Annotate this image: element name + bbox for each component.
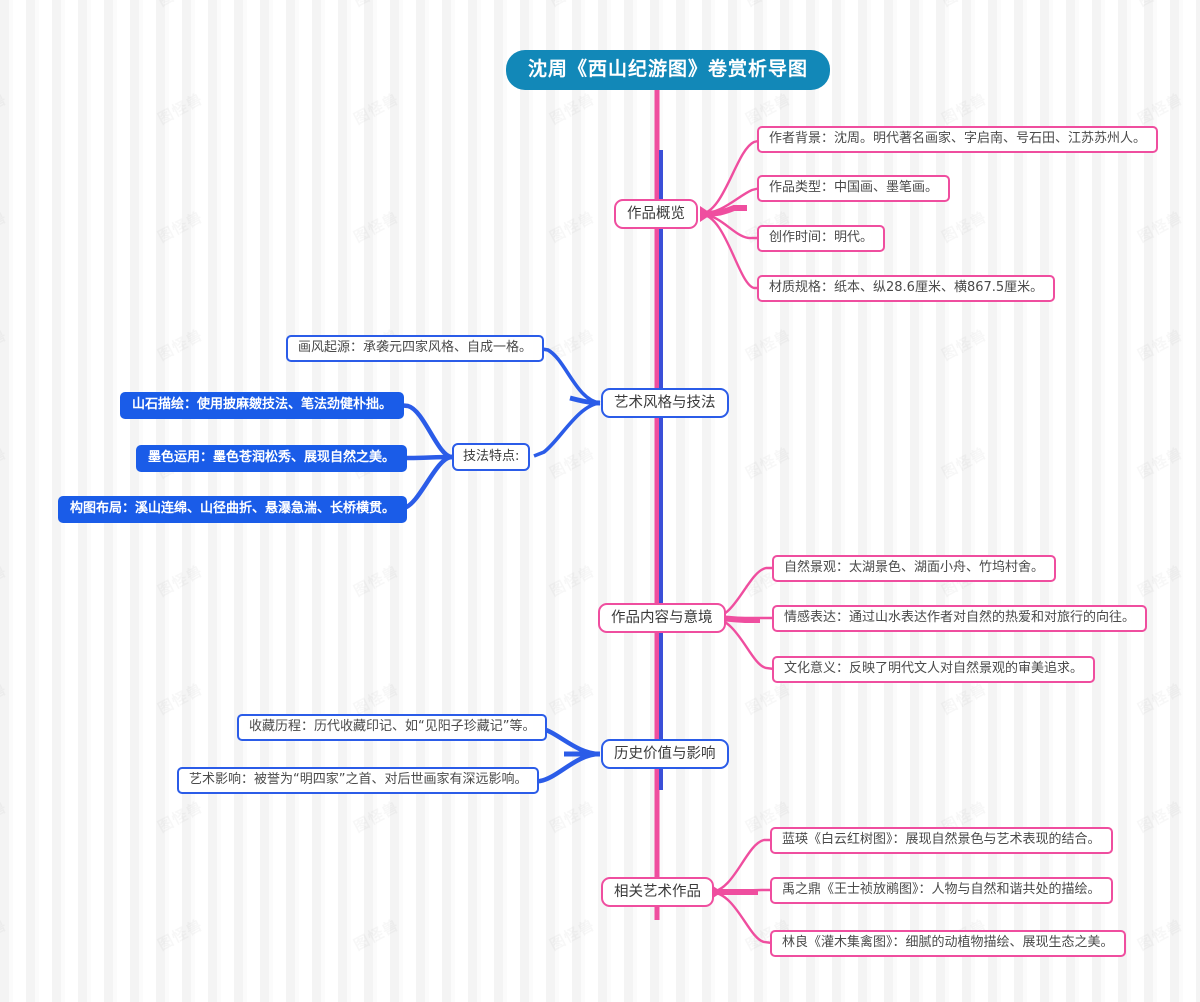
branch-node-content[interactable]: 作品内容与意境 — [598, 603, 726, 633]
leaf-related-2[interactable]: 禹之鼎《王士祯放鹇图》：人物与自然和谐共处的描绘。 — [770, 877, 1113, 904]
sub-label: 技法特点: — [463, 448, 520, 464]
branch-node-history[interactable]: 历史价值与影响 — [601, 739, 729, 769]
root-title: 沈周《西山纪游图》卷赏析导图 — [528, 58, 809, 81]
branch-label-content: 作品内容与意境 — [611, 609, 713, 626]
leaf-style-origin[interactable]: 画风起源：承袭元四家风格、自成一格。 — [286, 335, 545, 362]
leaf-related-3[interactable]: 林良《灌木集禽图》：细腻的动植物描绘、展现生态之美。 — [770, 930, 1126, 957]
leaf-text: 构图布局：溪山连绵、山径曲折、悬瀑急湍、长桥横贯。 — [70, 501, 396, 517]
leaf-content-2[interactable]: 情感表达：通过山水表达作者对自然的热爱和对旅行的向往。 — [772, 605, 1148, 632]
leaf-overview-1[interactable]: 作者背景：沈周。明代著名画家、字启南、号石田、江苏苏州人。 — [757, 126, 1159, 153]
root-node[interactable]: 沈周《西山纪游图》卷赏析导图 — [506, 50, 831, 90]
edges-related — [709, 838, 773, 945]
leaf-text: 作者背景：沈周。明代著名画家、字启南、号石田、江苏苏州人。 — [769, 131, 1147, 147]
leaf-related-1[interactable]: 蓝瑛《白云红树图》：展现自然景色与艺术表现的结合。 — [770, 827, 1113, 854]
leaf-text: 艺术影响：被誉为“明四家”之首、对后世画家有深远影响。 — [189, 772, 528, 788]
leaf-text: 收藏历程：历代收藏印记、如“见阳子珍藏记”等。 — [249, 719, 536, 735]
leaf-text: 情感表达：通过山水表达作者对自然的热爱和对旅行的向往。 — [784, 610, 1136, 626]
branch-node-related[interactable]: 相关艺术作品 — [601, 877, 714, 907]
leaf-history-1[interactable]: 收藏历程：历代收藏印记、如“见阳子珍藏记”等。 — [237, 714, 548, 741]
branch-label-history: 历史价值与影响 — [614, 745, 716, 762]
edges-style — [393, 346, 601, 512]
leaf-text: 文化意义：反映了明代文人对自然景观的审美追求。 — [784, 661, 1084, 677]
leaf-text: 自然景观：太湖景色、湖面小舟、竹坞村舍。 — [784, 560, 1045, 576]
leaf-history-2[interactable]: 艺术影响：被誉为“明四家”之首、对后世画家有深远影响。 — [177, 767, 540, 794]
leaf-content-3[interactable]: 文化意义：反映了明代文人对自然景观的审美追求。 — [772, 656, 1096, 683]
leaf-text: 材质规格：纸本、纵28.6厘米、横867.5厘米。 — [769, 280, 1044, 296]
leaf-text: 创作时间：明代。 — [769, 230, 874, 246]
leaf-overview-3[interactable]: 创作时间：明代。 — [757, 225, 886, 252]
leaf-technique-3[interactable]: 构图布局：溪山连绵、山径曲折、悬瀑急湍、长桥横贯。 — [58, 496, 408, 523]
branch-label-related: 相关艺术作品 — [614, 883, 701, 900]
leaf-content-1[interactable]: 自然景观：太湖景色、湖面小舟、竹坞村舍。 — [772, 555, 1057, 582]
branch-node-overview[interactable]: 作品概览 — [614, 199, 698, 229]
leaf-text: 作品类型：中国画、墨笔画。 — [769, 180, 939, 196]
leaf-technique-2[interactable]: 墨色运用：墨色苍润松秀、展现自然之美。 — [136, 445, 408, 472]
edges-overview — [699, 138, 763, 290]
leaf-overview-2[interactable]: 作品类型：中国画、墨笔画。 — [757, 175, 951, 202]
branch-label-overview: 作品概览 — [627, 205, 685, 222]
leaf-overview-4[interactable]: 材质规格：纸本、纵28.6厘米、横867.5厘米。 — [757, 275, 1056, 302]
leaf-text: 禹之鼎《王士祯放鹇图》：人物与自然和谐共处的描绘。 — [782, 882, 1101, 898]
leaf-text: 墨色运用：墨色苍润松秀、展现自然之美。 — [148, 450, 396, 466]
branch-node-style[interactable]: 艺术风格与技法 — [601, 388, 729, 418]
leaf-text: 山石描绘：使用披麻皴技法、笔法劲健朴拙。 — [132, 397, 393, 413]
branch-label-style: 艺术风格与技法 — [614, 394, 716, 411]
leaf-text: 蓝瑛《白云红树图》：展现自然景色与艺术表现的结合。 — [782, 832, 1101, 848]
leaf-technique-1[interactable]: 山石描绘：使用披麻皴技法、笔法劲健朴拙。 — [120, 392, 405, 419]
leaf-text: 画风起源：承袭元四家风格、自成一格。 — [298, 340, 533, 356]
sub-node-technique[interactable]: 技法特点: — [452, 443, 531, 471]
leaf-text: 林良《灌木集禽图》：细腻的动植物描绘、展现生态之美。 — [782, 935, 1114, 951]
